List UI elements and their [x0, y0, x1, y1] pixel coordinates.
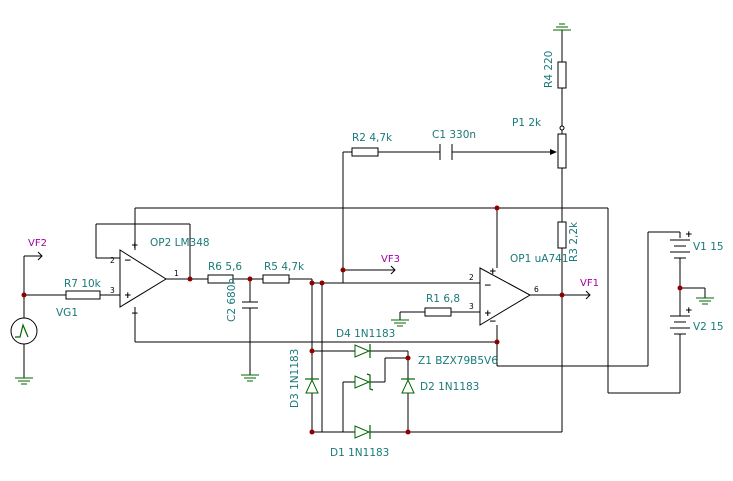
resistor-r6[interactable] [207, 274, 234, 284]
op2-pin-inv: 2 [110, 256, 115, 265]
label-r4: R4 220 [543, 51, 555, 88]
op2-pin-noninv: 3 [110, 286, 115, 295]
capacitor-c1[interactable] [439, 144, 453, 160]
junction [494, 205, 500, 211]
resistor-r4[interactable] [557, 61, 567, 89]
label-r1: R1 6,8 [426, 293, 460, 305]
junction [309, 280, 315, 286]
probe-vf2[interactable] [37, 251, 43, 261]
label-d1: D1 1N1183 [330, 447, 389, 459]
op1-pin-out: 6 [534, 285, 539, 294]
resistor-r1[interactable] [424, 307, 452, 317]
resistor-r7[interactable] [65, 290, 101, 300]
junction [405, 429, 411, 435]
label-p1: P1 2k [512, 117, 542, 129]
label-c2: C2 680n [226, 278, 238, 322]
diode-d4[interactable] [354, 344, 371, 358]
junction [247, 276, 253, 282]
diode-d3[interactable] [305, 378, 319, 394]
op2-vminus-sign: − [131, 309, 139, 319]
probe-label-vf1: VF1 [580, 278, 599, 289]
probe-vf3[interactable] [390, 265, 396, 275]
junction [559, 292, 565, 298]
probe-label-vf2: VF2 [28, 238, 47, 249]
ground-symbol-supply [696, 297, 714, 305]
ground-symbol-vg1 [15, 377, 33, 385]
junction [21, 292, 27, 298]
resistor-r2[interactable] [351, 147, 379, 157]
op2-plus-sign: + [124, 291, 132, 301]
label-r3: R3 2,2k [568, 221, 580, 262]
junction [340, 267, 346, 273]
op2-pin-out: 1 [174, 269, 179, 278]
junction [494, 339, 500, 345]
opamp-op2[interactable]: − + 2 3 1 + − [110, 241, 179, 319]
label-op1: OP1 uA741 [510, 253, 569, 265]
ground-symbol-r1 [391, 319, 409, 327]
capacitor-c2[interactable] [242, 301, 258, 309]
op1-pin-noninv: 3 [469, 302, 474, 311]
label-d4: D4 1N1183 [336, 328, 395, 340]
junction [405, 355, 411, 361]
battery-v1[interactable]: + [670, 230, 693, 262]
junction [187, 276, 193, 282]
junction [309, 429, 315, 435]
ground-symbol-c2 [241, 374, 259, 382]
label-r7: R7 10k [64, 278, 102, 290]
diode-d2[interactable] [401, 378, 415, 394]
junction [677, 285, 683, 291]
label-z1: Z1 BZX79B5V6 [418, 355, 498, 367]
op1-vminus-sign: − [489, 317, 497, 327]
resistor-r3[interactable] [557, 221, 567, 249]
label-r2: R2 4,7k [352, 132, 393, 144]
op1-vplus-sign: + [489, 267, 497, 277]
v2-plus-sign: + [685, 306, 693, 316]
battery-v2[interactable]: + [670, 306, 693, 338]
label-d2: D2 1N1183 [420, 381, 479, 393]
probe-vf1[interactable] [585, 290, 591, 300]
op1-plus-sign: + [484, 309, 492, 319]
label-v2: V2 15 [693, 321, 724, 333]
diode-d1[interactable] [354, 425, 371, 439]
op2-minus-sign: − [124, 256, 132, 266]
ground-symbol-r4 [553, 23, 571, 31]
label-v1: V1 15 [693, 241, 724, 253]
v1-plus-sign: + [685, 230, 693, 240]
probe-label-vf3: VF3 [381, 254, 400, 265]
label-op2: OP2 LM348 [150, 237, 210, 249]
label-c1: C1 330n [432, 129, 476, 141]
op1-minus-sign: − [484, 281, 492, 291]
op2-vplus-sign: + [131, 241, 139, 251]
signal-generator-vg1[interactable] [10, 317, 38, 345]
potentiometer-p1[interactable] [520, 125, 567, 169]
zener-z1[interactable] [354, 373, 374, 391]
resistor-r5[interactable] [262, 274, 290, 284]
junctions [21, 205, 683, 435]
label-d3: D3 1N1183 [289, 349, 301, 408]
label-vg1: VG1 [56, 307, 78, 319]
junction [309, 348, 315, 354]
label-r6: R6 5,6 [208, 261, 242, 273]
wires [23, 30, 706, 433]
junction [319, 280, 325, 286]
opamp-op1[interactable]: − + 2 3 6 + − [469, 267, 539, 327]
op1-pin-inv: 2 [469, 273, 474, 282]
label-r5: R5 4,7k [264, 261, 305, 273]
